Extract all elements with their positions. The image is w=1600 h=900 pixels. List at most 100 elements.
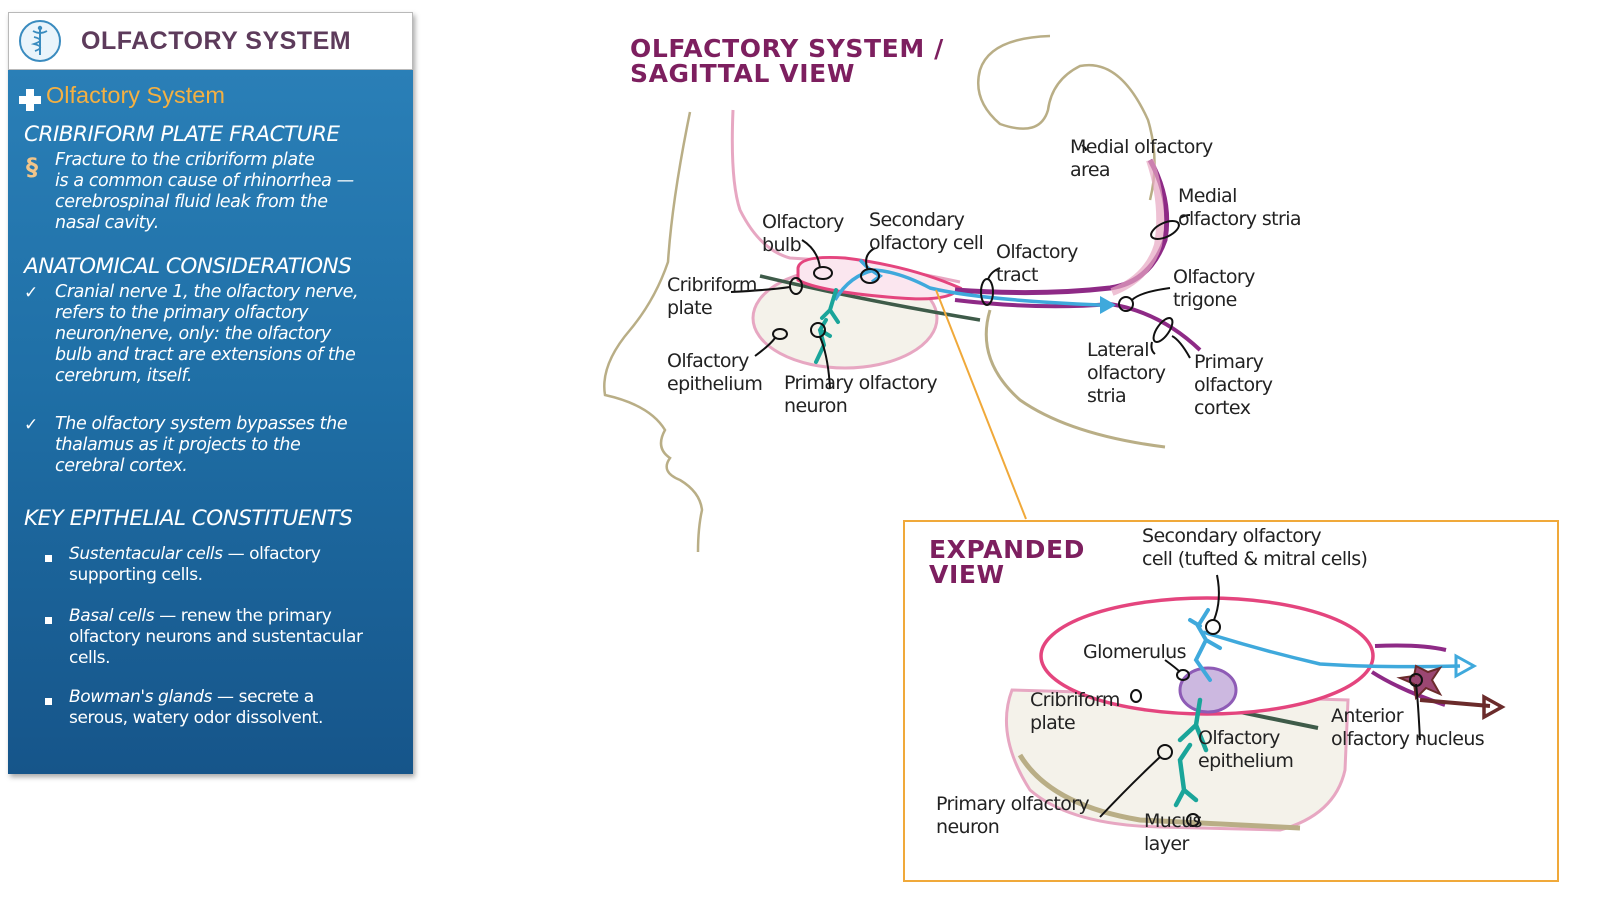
epithelial-title: KEY EPITHELIAL CONSTITUENTS [24,506,353,531]
cribriform-title: CRIBRIFORM PLATE FRACTURE [24,122,340,147]
sagittal-title-line2: SAGITTAL VIEW [630,59,855,88]
expanded-labels: Secondary olfactory cell (tufted & mitra… [936,525,1485,855]
label-medial-area: Medial olfactory [1070,136,1213,158]
anatomical-point-2: The olfactory system bypasses the thalam… [55,414,348,477]
brain-outline [730,109,961,284]
label-primary-neuron: neuron [784,395,847,417]
label-anterior-nucleus: Anterior [1331,705,1404,727]
constituent-text: serous, watery odor dissolvent. [69,708,323,728]
caduceus-logo-icon [19,20,61,62]
label-cribriform-plate: plate [667,297,712,319]
expanded-tract-upper [1374,643,1447,652]
section-heading: Olfactory System [46,82,225,108]
label-lateral-stria: stria [1087,385,1126,407]
expanded-cribriform-plate [1059,672,1319,730]
label-olfactory-epithelium: epithelium [667,373,762,395]
mucus-layer-shape [1017,753,1301,831]
cribriform-line: nasal cavity. [55,213,159,233]
sagittal-leaders [730,144,1191,389]
constituent-text: cells. [69,648,111,668]
constituent-term: Bowman's glands [69,687,213,707]
cribriform-line: cerebrospinal fluid leak from the [55,192,328,212]
label-primary-cortex: olfactory [1194,374,1273,396]
label-secondary-cell: Secondary [869,209,965,231]
cribriform-plate-line [759,274,981,322]
constituent-text: — secrete a [212,687,314,707]
label-olfactory-trigone: trigone [1173,289,1237,311]
constituent-text: — olfactory [222,544,321,564]
panel-title: OLFACTORY SYSTEM [81,27,352,55]
anatomical-line: thalamus as it projects to the [55,435,301,455]
anatomical-line: neuron/nerve, only: the olfactory [55,324,331,344]
expanded-bulb [1039,596,1375,716]
anatomical-line: The olfactory system bypasses the [55,414,348,434]
skull-outline [976,34,1156,201]
label-primary-cortex: Primary [1194,351,1264,373]
anatomical-line: bulb and tract are extensions of the [55,345,356,365]
expanded-title-line2: VIEW [929,560,1005,589]
label-olfactory-bulb: Olfactory [762,211,844,233]
secondary-cell-shape [858,258,884,284]
bullet-icon [45,617,52,624]
anatomical-line: cerebral cortex. [55,456,188,476]
constituent-text: — renew the primary [154,606,332,626]
anterior-nucleus-star [1396,664,1443,701]
expanded-brown-axon [1419,698,1491,708]
label-expanded-primary-neuron: neuron [936,816,999,838]
constituent-sustentacular: Sustentacular cells — olfactory supporti… [69,544,321,586]
label-olfactory-tract: Olfactory [996,241,1078,263]
expanded-blue-arrowhead [1454,653,1478,679]
cribriform-line: Fracture to the cribriform plate [55,150,315,170]
anatomical-line: Cranial nerve 1, the olfactory nerve, [55,282,359,302]
expanded-primary-neuron [1173,697,1209,808]
expanded-brown-arrowhead [1482,694,1506,720]
constituent-text: supporting cells. [69,565,203,585]
label-expanded-epithelium: epithelium [1198,750,1293,772]
label-primary-neuron: Primary olfactory [784,372,937,394]
label-mucus-layer: Mucus [1144,810,1202,832]
label-olfactory-bulb: bulb [762,234,802,256]
label-expanded-epithelium: Olfactory [1198,727,1280,749]
label-mucus-layer: layer [1144,833,1189,855]
label-expanded-primary-neuron: Primary olfactory [936,793,1089,815]
constituent-term: Sustentacular cells [69,544,223,564]
olfactory-tract-shape [954,158,1170,296]
label-glomerulus: Glomerulus [1083,641,1186,663]
label-lateral-stria: olfactory [1087,362,1166,384]
olfactory-bulb-shape [796,256,963,301]
blue-pathway [833,268,1101,307]
check-icon: ✓ [24,283,39,303]
anatomical-line: cerebrum, itself. [55,366,193,386]
constituent-basal: Basal cells — renew the primary olfactor… [69,606,363,669]
label-primary-cortex: cortex [1194,397,1251,419]
check-icon: ✓ [24,415,39,435]
glomerulus-shape [1178,666,1238,714]
expanded-secondary-cell [1188,608,1222,682]
label-expanded-cribriform: plate [1030,712,1075,734]
label-secondary-olfactory-cell: cell (tufted & mitral cells) [1142,548,1367,570]
bullet-icon [45,555,52,562]
label-lateral-stria: Lateral [1087,339,1149,361]
expanded-title-line1: EXPANDED [929,535,1085,564]
cribriform-text: Fracture to the cribriform plate is a co… [55,150,354,234]
expanded-epithelium [1005,688,1350,832]
cribriform-line: is a common cause of rhinorrhea — [55,171,354,191]
callout-connector [935,289,1027,520]
panel-body: Olfactory System CRIBRIFORM PLATE FRACTU… [8,70,413,774]
skull-base [984,309,1166,449]
bullet-icon [45,698,52,705]
panel-header: OLFACTORY SYSTEM [8,12,413,70]
medial-stria-band [1110,158,1165,296]
hook-icon: § [26,153,38,181]
label-secondary-olfactory-cell: Secondary olfactory [1142,525,1321,547]
expanded-view-box [903,520,1559,882]
sagittal-labels: Medial olfactory area Medial olfactory s… [667,136,1302,419]
label-anterior-nucleus: olfactory nucleus [1331,728,1484,750]
face-profile [603,111,704,553]
olfactory-tract-lower [954,298,1202,352]
label-medial-area: area [1070,159,1110,181]
label-medial-stria: Medial [1178,185,1237,207]
sagittal-title-line1: OLFACTORY SYSTEM / [630,34,944,63]
label-secondary-cell: olfactory cell [869,232,983,254]
info-panel: OLFACTORY SYSTEM Olfactory System CRIBRI… [8,12,413,774]
